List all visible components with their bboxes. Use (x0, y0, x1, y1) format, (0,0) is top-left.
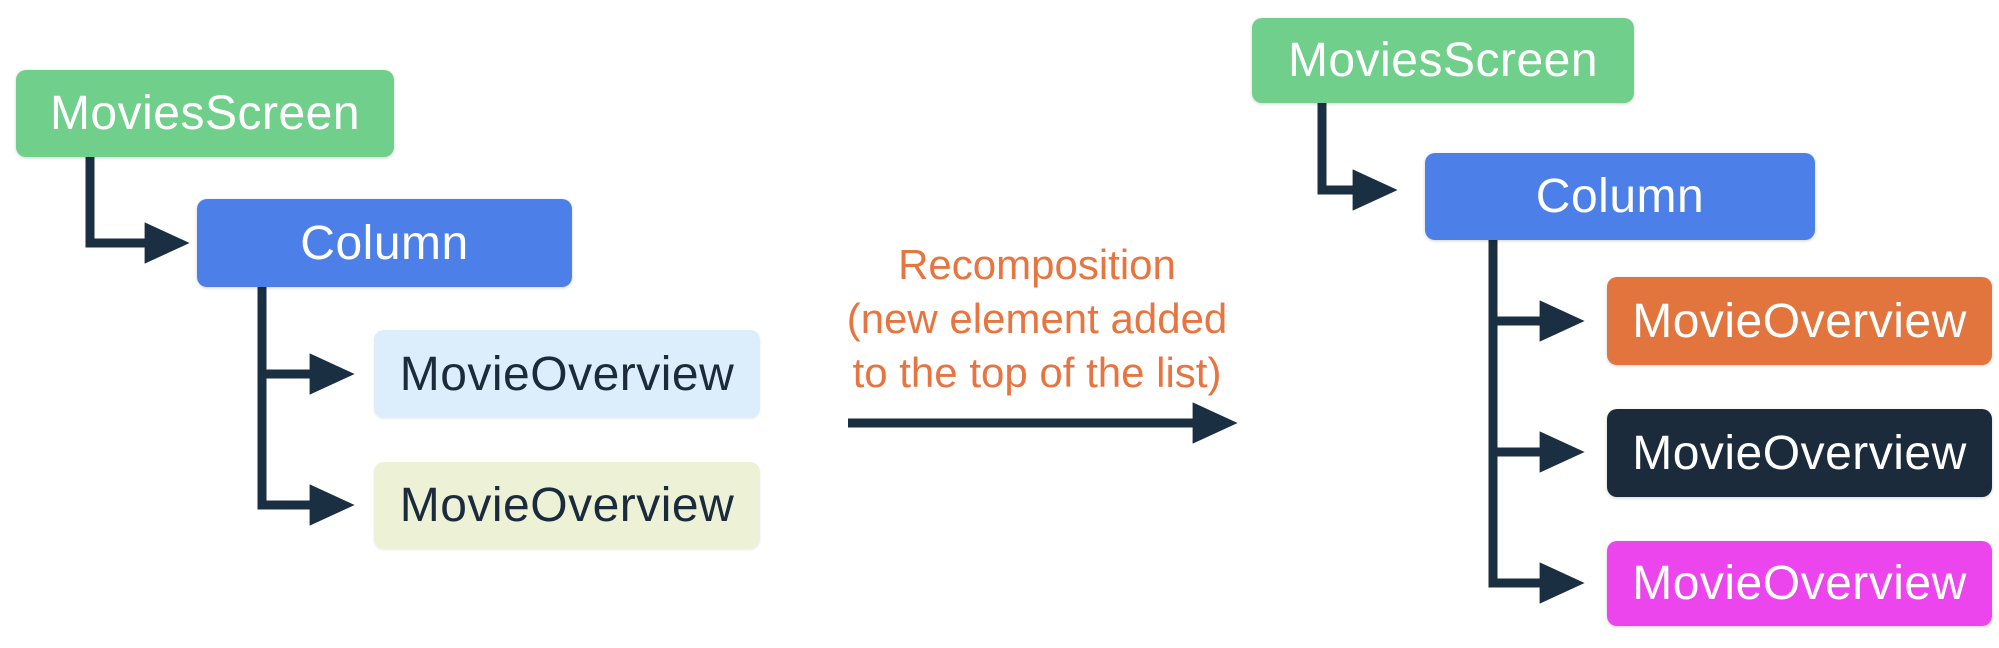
connector-left-column-to-movieoverview-1 (257, 287, 355, 395)
right-node-column: Column (1425, 153, 1815, 240)
annotation-line-1: Recomposition (898, 241, 1176, 288)
right-node-moviesscreen: MoviesScreen (1252, 18, 1634, 103)
left-node-column: Column (197, 199, 572, 287)
right-node-movieoverview-new: MovieOverview (1607, 277, 1992, 365)
left-node-movieoverview-2: MovieOverview (374, 462, 760, 549)
left-node-moviesscreen: MoviesScreen (16, 70, 394, 157)
annotation-line-2: (new element added (846, 294, 1228, 342)
connector-left-moviesscreen-to-column (85, 157, 190, 264)
right-node-movieoverview-2: MovieOverview (1607, 409, 1992, 497)
left-node-movieoverview-1: MovieOverview (374, 330, 760, 418)
connector-left-column-to-movieoverview-2 (257, 374, 355, 526)
recomposition-annotation: Recomposition (new element added to the … (812, 238, 1262, 399)
connector-right-column-to-movieoverview-1 (1488, 240, 1585, 342)
connector-right-column-to-movieoverview-2 (1488, 321, 1585, 473)
right-node-movieoverview-3: MovieOverview (1607, 541, 1992, 626)
connector-right-column-to-movieoverview-3 (1488, 452, 1585, 604)
connector-right-moviesscreen-to-column (1317, 103, 1398, 211)
annotation-line-3: to the top of the list) (852, 348, 1222, 396)
